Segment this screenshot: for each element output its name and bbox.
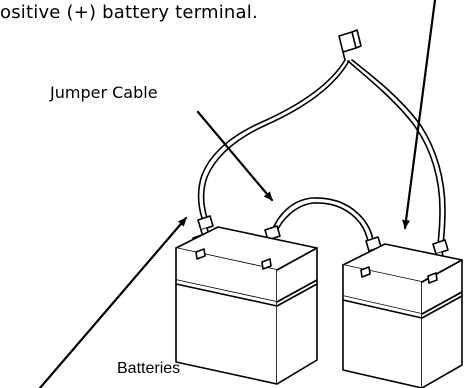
battery-right xyxy=(342,243,463,388)
battery-left xyxy=(175,226,318,385)
caption-text: ositive (+) battery terminal. xyxy=(0,2,258,23)
jumper-cable xyxy=(271,197,374,243)
harness-wire-right xyxy=(347,59,446,245)
harness-connector xyxy=(338,29,362,61)
arrow-top-right xyxy=(402,0,437,230)
arrow-bottom-left xyxy=(38,216,188,388)
terminals xyxy=(195,248,438,284)
jumper-cable-label: Jumper Cable xyxy=(50,83,158,102)
harness-wire-left xyxy=(197,59,350,219)
pointer-arrows xyxy=(38,0,437,388)
arrow-jumper-cable xyxy=(196,110,274,202)
batteries-label: Batteries xyxy=(117,360,181,377)
